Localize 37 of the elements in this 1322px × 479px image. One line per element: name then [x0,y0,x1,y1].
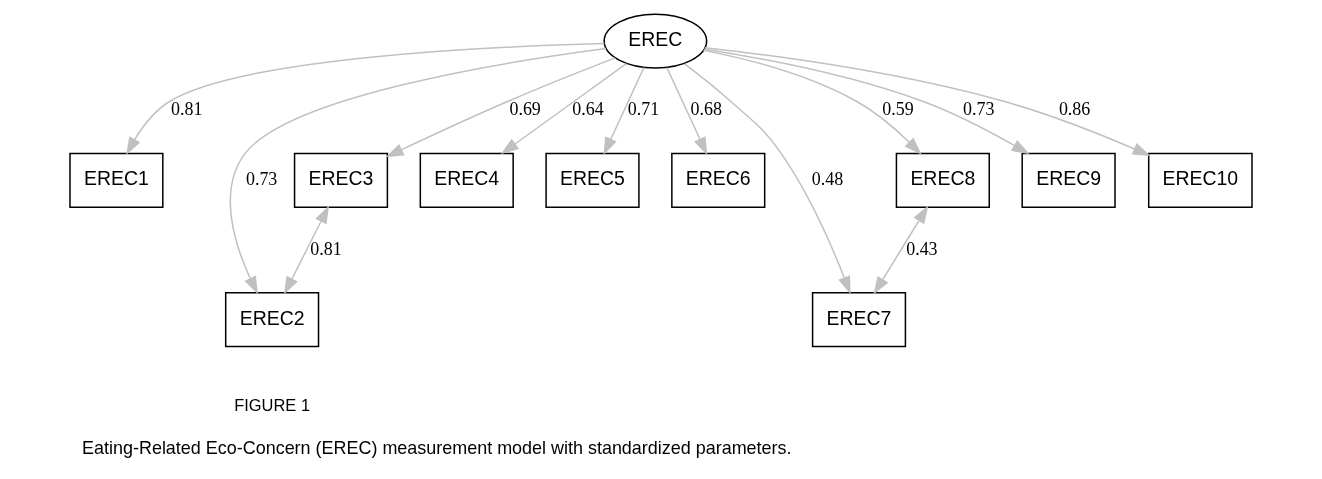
node-box: EREC8 [895,152,990,209]
edge-label: 0.43 [906,238,938,259]
edge-label: 0.86 [1058,99,1091,120]
arrow [704,46,1151,156]
edge-label: 0.81 [310,238,342,259]
arrow [229,47,607,295]
arrow [603,66,645,156]
label: FIGURE 1 [234,395,311,414]
edge-label: 0.59 [882,99,914,120]
edge-label: 0.73 [245,169,278,189]
node-box: EREC9 [1021,152,1116,209]
arrow [703,48,1030,155]
node-box: EREC10 [1147,152,1253,209]
arrow [702,49,922,155]
node-box: EREC6 [671,152,766,209]
edge-label: 0.69 [509,99,541,120]
edge-label: 0.64 [572,99,604,120]
arrow [385,57,617,158]
edge-label: 0.73 [963,99,995,120]
edge-label: 0.81 [171,99,203,120]
node-box: EREC7 [811,291,907,348]
arrow [683,63,851,295]
node-box: EREC1 [69,152,164,209]
node-box: EREC2 [224,291,320,348]
node-box: EREC5 [545,152,640,209]
edge-label: 0.71 [627,99,660,120]
arrow [666,66,708,156]
arrow [283,205,330,295]
edge-label: 0.48 [811,169,844,189]
node-ellipse: EREC [603,13,708,69]
arrow [873,205,929,295]
caption: Eating-Related Eco-Concern (EREC) measurement model with standardized parameters. [82,437,792,458]
node-box: EREC4 [419,152,514,209]
arrow [500,62,628,155]
node-box: EREC3 [293,152,389,209]
edge-label: 0.68 [690,99,722,120]
arrow [126,42,606,156]
